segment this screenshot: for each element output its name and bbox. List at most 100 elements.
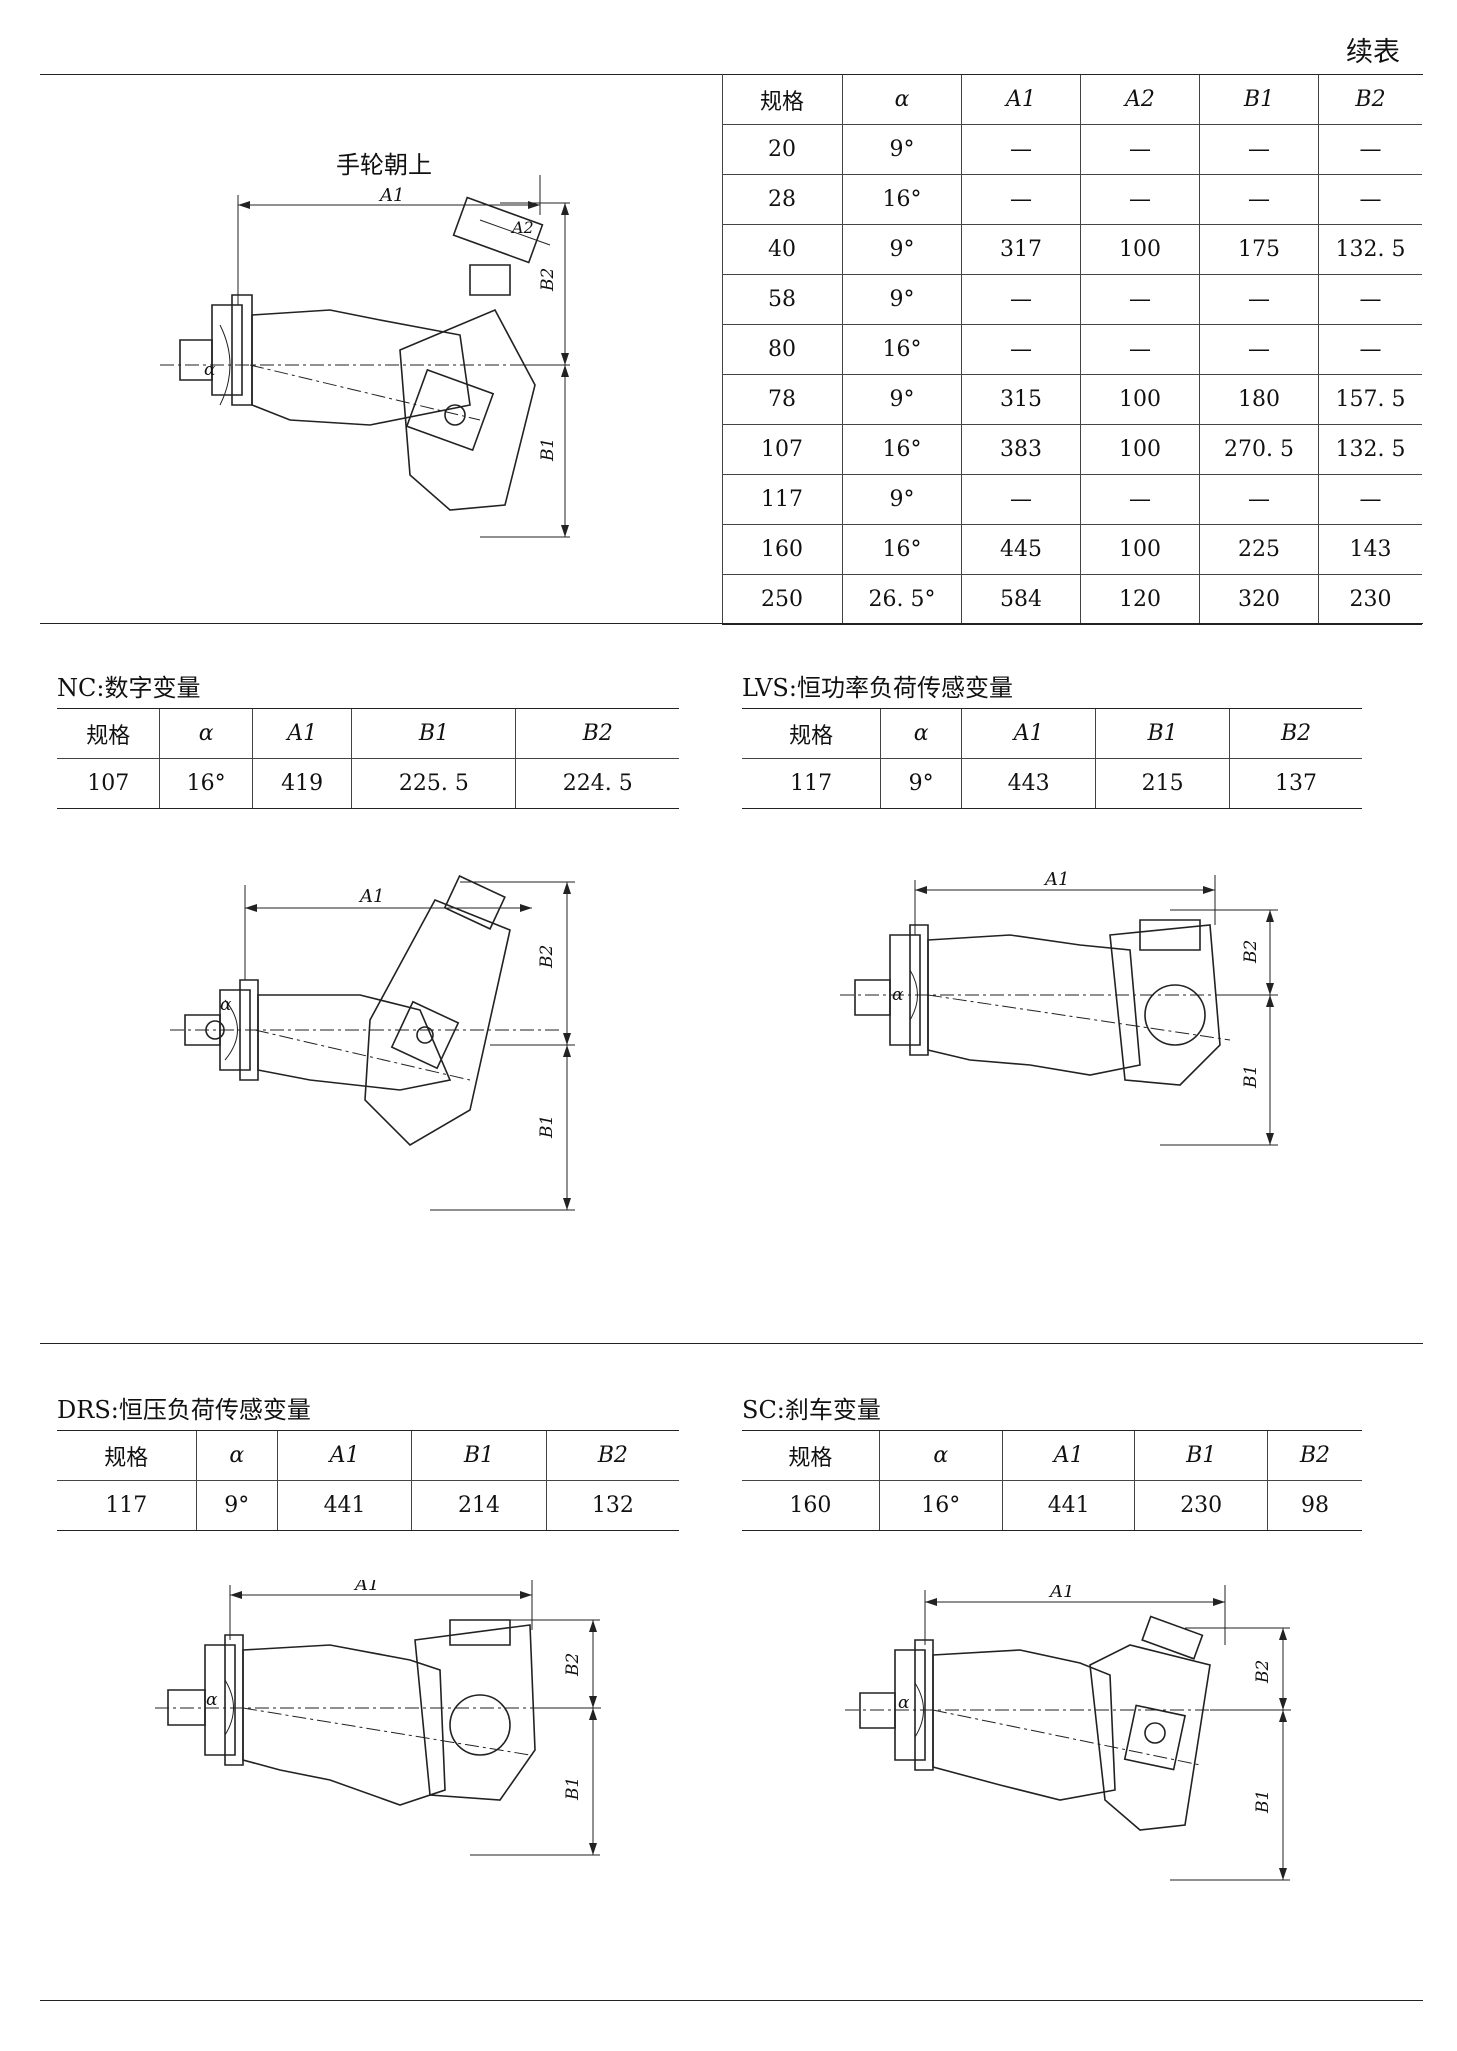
table-cell: — (1080, 274, 1200, 325)
col-header-alpha: α (842, 74, 962, 125)
table-cell: 9° (842, 274, 962, 325)
col-header-b2: B2 (1318, 74, 1422, 125)
table-cell: 9° (842, 374, 962, 425)
table-cell: 175 (1199, 224, 1319, 275)
table-cell: — (1318, 124, 1422, 175)
table-cell: 320 (1199, 574, 1319, 625)
table-cell: 120 (1080, 574, 1200, 625)
col-header-spec: 规格 (722, 74, 843, 125)
table-cell: 157. 5 (1318, 374, 1422, 425)
dim-b2-label: B2 (537, 945, 557, 969)
dim-b2-label: B2 (538, 268, 558, 292)
table-cell: 107 (57, 758, 160, 809)
table-cell: 132 (545, 1480, 679, 1531)
table-row: 160 16° 441 230 98 (742, 1480, 1362, 1531)
table-cell: 215 (1095, 758, 1230, 809)
col-header-alpha: α (880, 708, 962, 759)
table-cell: 98 (1266, 1480, 1362, 1531)
dim-b1-label: B1 (563, 1777, 583, 1801)
table-cell: — (961, 174, 1081, 225)
table-cell: 9° (842, 474, 962, 525)
table-cell: — (1199, 324, 1319, 375)
top-section-rule (40, 623, 1423, 624)
table-cell: 100 (1080, 374, 1200, 425)
table-cell: — (1318, 324, 1422, 375)
alpha-label: α (898, 1693, 910, 1713)
table-cell: 143 (1318, 524, 1422, 575)
dim-b1-label: B1 (538, 438, 558, 462)
table-cell: 132. 5 (1318, 424, 1422, 475)
table-cell: 117 (57, 1480, 197, 1531)
sc-drawing: A1 α B2 B1 (840, 1585, 1300, 1905)
continued-label: 续表 (1346, 37, 1400, 68)
col-header-b1: B1 (1095, 708, 1230, 759)
table-cell: — (1318, 274, 1422, 325)
table-row: 117 9° 441 214 132 (57, 1480, 679, 1531)
col-header-b2: B2 (515, 708, 679, 759)
dim-a1-label: A1 (358, 886, 384, 907)
table-cell: 117 (742, 758, 881, 809)
table-row: 107 16° 419 225. 5 224. 5 (57, 758, 679, 809)
lvs-spec-table: 规格 α A1 B1 B2 117 9° 443 215 137 (742, 708, 1362, 809)
table-cell: 117 (722, 474, 843, 525)
table-cell: 16° (842, 174, 962, 225)
table-cell: 78 (722, 374, 843, 425)
col-header-b1: B1 (1199, 74, 1319, 125)
table-cell: 317 (961, 224, 1081, 275)
table-cell: 225 (1199, 524, 1319, 575)
col-header-spec: 规格 (57, 708, 160, 759)
dim-a1-label: A1 (353, 1580, 379, 1595)
alpha-label: α (220, 995, 232, 1015)
table-cell: — (961, 124, 1081, 175)
col-header-alpha: α (159, 708, 253, 759)
dim-a1-label: A1 (1043, 869, 1069, 890)
table-cell: 16° (878, 1480, 1003, 1531)
drawing-caption: 手轮朝上 (336, 151, 432, 179)
col-header-a1: A1 (276, 1430, 412, 1481)
table-cell: 40 (722, 224, 843, 275)
sc-spec-table: 规格 α A1 B1 B2 160 16° 441 230 98 (742, 1430, 1362, 1531)
table-cell: 20 (722, 124, 843, 175)
table-cell: 80 (722, 324, 843, 375)
table-cell: — (1080, 174, 1200, 225)
table-cell: 16° (159, 758, 253, 809)
drs-title: DRS:恒压负荷传感变量 (57, 1396, 311, 1424)
dim-b1-label: B1 (1241, 1065, 1261, 1089)
col-header-b1: B1 (411, 1430, 547, 1481)
table-cell: 9° (195, 1480, 278, 1531)
drs-drawing: A1 α B2 B1 (150, 1580, 610, 1890)
dim-b2-label: B2 (563, 1653, 583, 1677)
table-cell: 16° (842, 324, 962, 375)
table-cell: — (1199, 124, 1319, 175)
top-divider (722, 74, 723, 624)
dim-b1-label: B1 (537, 1115, 557, 1139)
dim-b1-label: B1 (1253, 1790, 1273, 1814)
table-cell: 9° (842, 224, 962, 275)
col-header-b1: B1 (351, 708, 516, 759)
table-cell: 230 (1134, 1480, 1268, 1531)
table-cell: 26. 5° (842, 574, 962, 625)
table-cell: — (961, 324, 1081, 375)
drs-spec-table: 规格 α A1 B1 B2 117 9° 441 214 132 (57, 1430, 679, 1531)
table-cell: 270. 5 (1199, 424, 1319, 475)
table-cell: 160 (742, 1480, 880, 1531)
col-header-b2: B2 (1229, 708, 1362, 759)
table-cell: 28 (722, 174, 843, 225)
table-row: 117 9° 443 215 137 (742, 758, 1362, 809)
sc-title: SC:刹车变量 (742, 1396, 881, 1424)
lvs-drawing: A1 α B2 B1 (830, 869, 1290, 1165)
nc-spec-table: 规格 α A1 B1 B2 107 16° 419 225. 5 224. 5 (57, 708, 679, 809)
table-cell: 443 (961, 758, 1096, 809)
middle-section-rule (40, 1343, 1423, 1344)
table-cell: 100 (1080, 224, 1200, 275)
alpha-label: α (204, 360, 216, 380)
